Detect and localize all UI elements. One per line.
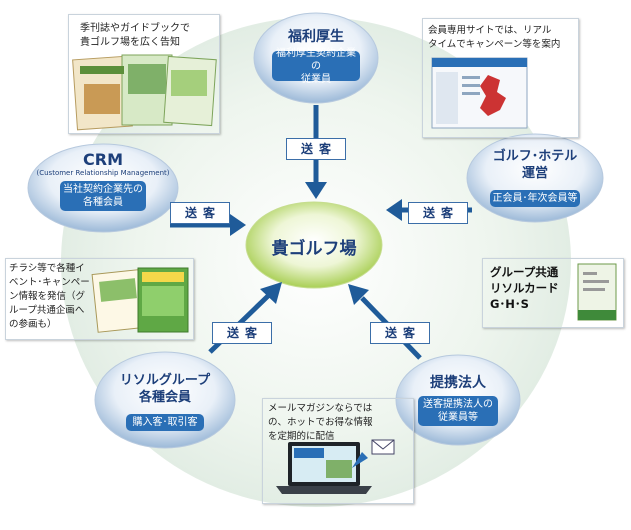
node-partner-desc-line-1: 送客提携法人の	[423, 399, 493, 410]
card-flyer-text: チラシ等で各種イ ベント･キャンペー ン情報を発信（グ ループ共通企画へ の参画…	[9, 262, 99, 332]
node-welfare-desc-line-2: 従業員	[301, 73, 331, 85]
send-label-crm: 送客	[170, 202, 230, 224]
card-flyer-line-4: ループ共通企画へ	[9, 305, 85, 316]
card-flyer-line-3: ン情報を発信（グ	[9, 291, 86, 302]
card-flyer-line-1: チラシ等で各種イ	[9, 263, 85, 274]
node-golf-hotel-desc: 正会員･年次会員等	[490, 190, 580, 207]
node-crm-title: CRM	[83, 150, 123, 169]
node-welfare-title: 福利厚生	[288, 29, 344, 45]
card-flyer-line-2: ベント･キャンペー	[9, 277, 90, 288]
website-illustration	[431, 57, 528, 129]
card-magazine-line-1: 季刊誌やガイドブックで	[80, 23, 190, 34]
node-partner-desc: 送客提携法人の 従業員等	[418, 396, 498, 426]
card-website-text: 会員専用サイトでは、リアル タイムでキャンペーン等を案内	[428, 24, 576, 52]
node-golf-hotel-title: ゴルフ･ホテル 運営	[475, 148, 595, 182]
card-magazine-text: 季刊誌やガイドブックで 貴ゴルフ場を広く告知	[80, 22, 216, 50]
node-welfare-desc-line-1: 福利厚生契約企業の	[276, 47, 356, 72]
card-gs-line-1: グループ共通	[490, 265, 559, 279]
node-golf-hotel-title-line-1: ゴルフ･ホテル	[492, 149, 578, 164]
card-flyer-line-5: の参画も）	[9, 319, 57, 330]
card-website	[422, 18, 579, 138]
node-crm-desc-line-2: 各種会員	[83, 197, 123, 208]
laptop-illustration	[276, 442, 372, 494]
card-website-line-2: タイムでキャンペーン等を案内	[428, 39, 561, 50]
card-gs-line-2: リソルカード	[490, 281, 559, 295]
magazine-illustration	[72, 54, 217, 131]
node-crm-desc: 当社契約企業先の 各種会員	[60, 181, 146, 211]
node-partner-title: 提携法人	[430, 375, 486, 391]
card-gs-line-3: G･H･S	[490, 297, 529, 311]
card-mail-line-2: の、ホットでお得な情報	[268, 417, 373, 428]
send-label-resol-group: 送客	[212, 322, 272, 344]
card-mail-line-3: を定期的に配信	[268, 431, 335, 442]
card-magazine	[68, 14, 220, 134]
arrow-crm-to-center	[170, 214, 246, 236]
card-gs-text: グループ共通 リソルカード G･H･S	[490, 264, 580, 312]
center-label: 貴ゴルフ場	[271, 239, 357, 259]
card-mail-text: メールマガジンならでは の、ホットでお得な情報 を定期的に配信	[268, 402, 408, 444]
card-gs-illustration	[577, 263, 617, 321]
node-resol-group-desc: 購入客･取引客	[126, 414, 204, 431]
node-resol-group-title: リソルグループ 各種会員	[105, 372, 225, 406]
card-gs	[482, 258, 624, 328]
card-mail-line-1: メールマガジンならでは	[268, 403, 373, 414]
node-golf-hotel-title-line-2: 運営	[521, 166, 548, 181]
flyer-illustration	[91, 267, 189, 333]
node-welfare-desc: 福利厚生契約企業の 従業員	[272, 48, 360, 85]
center-ellipse	[245, 201, 383, 289]
node-crm-desc-line-1: 当社契約企業先の	[63, 184, 143, 195]
node-resol-group-title-line-1: リソルグループ	[119, 373, 211, 388]
send-label-welfare: 送客	[286, 138, 346, 160]
card-website-line-1: 会員専用サイトでは、リアル	[428, 25, 552, 36]
card-flyer	[5, 258, 194, 340]
send-label-golf-hotel: 送客	[408, 202, 468, 224]
card-magazine-line-2: 貴ゴルフ場を広く告知	[80, 37, 180, 48]
send-label-partner: 送客	[370, 322, 430, 344]
envelope-illustration	[352, 439, 395, 468]
node-resol-group-title-line-2: 各種会員	[138, 390, 191, 405]
node-partner-desc-line-2: 従業員等	[438, 412, 478, 423]
node-crm-subtitle: (Customer Relationship Management)	[36, 169, 170, 177]
card-mail	[262, 398, 414, 504]
